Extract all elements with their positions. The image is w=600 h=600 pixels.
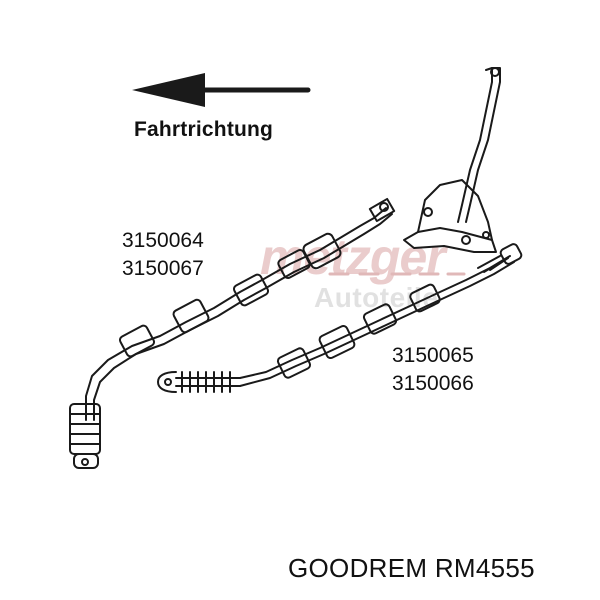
sleeve-boot-right [276,283,441,379]
part-number-label: 3150065 [392,344,474,367]
sleeve-boot [119,232,342,358]
gear-lever [403,67,501,253]
watermark-logo: metzger [260,229,446,285]
direction-label: Fahrtrichtung [134,118,274,141]
part-number-label: 3150066 [392,372,474,395]
part-number-label: 3150064 [122,229,204,252]
part-number-label: 3150067 [122,257,204,280]
cable-right [157,243,523,393]
direction-arrow [132,73,311,107]
cable-left [69,197,396,469]
footer-brand: GOODREM RM4555 [288,553,535,583]
